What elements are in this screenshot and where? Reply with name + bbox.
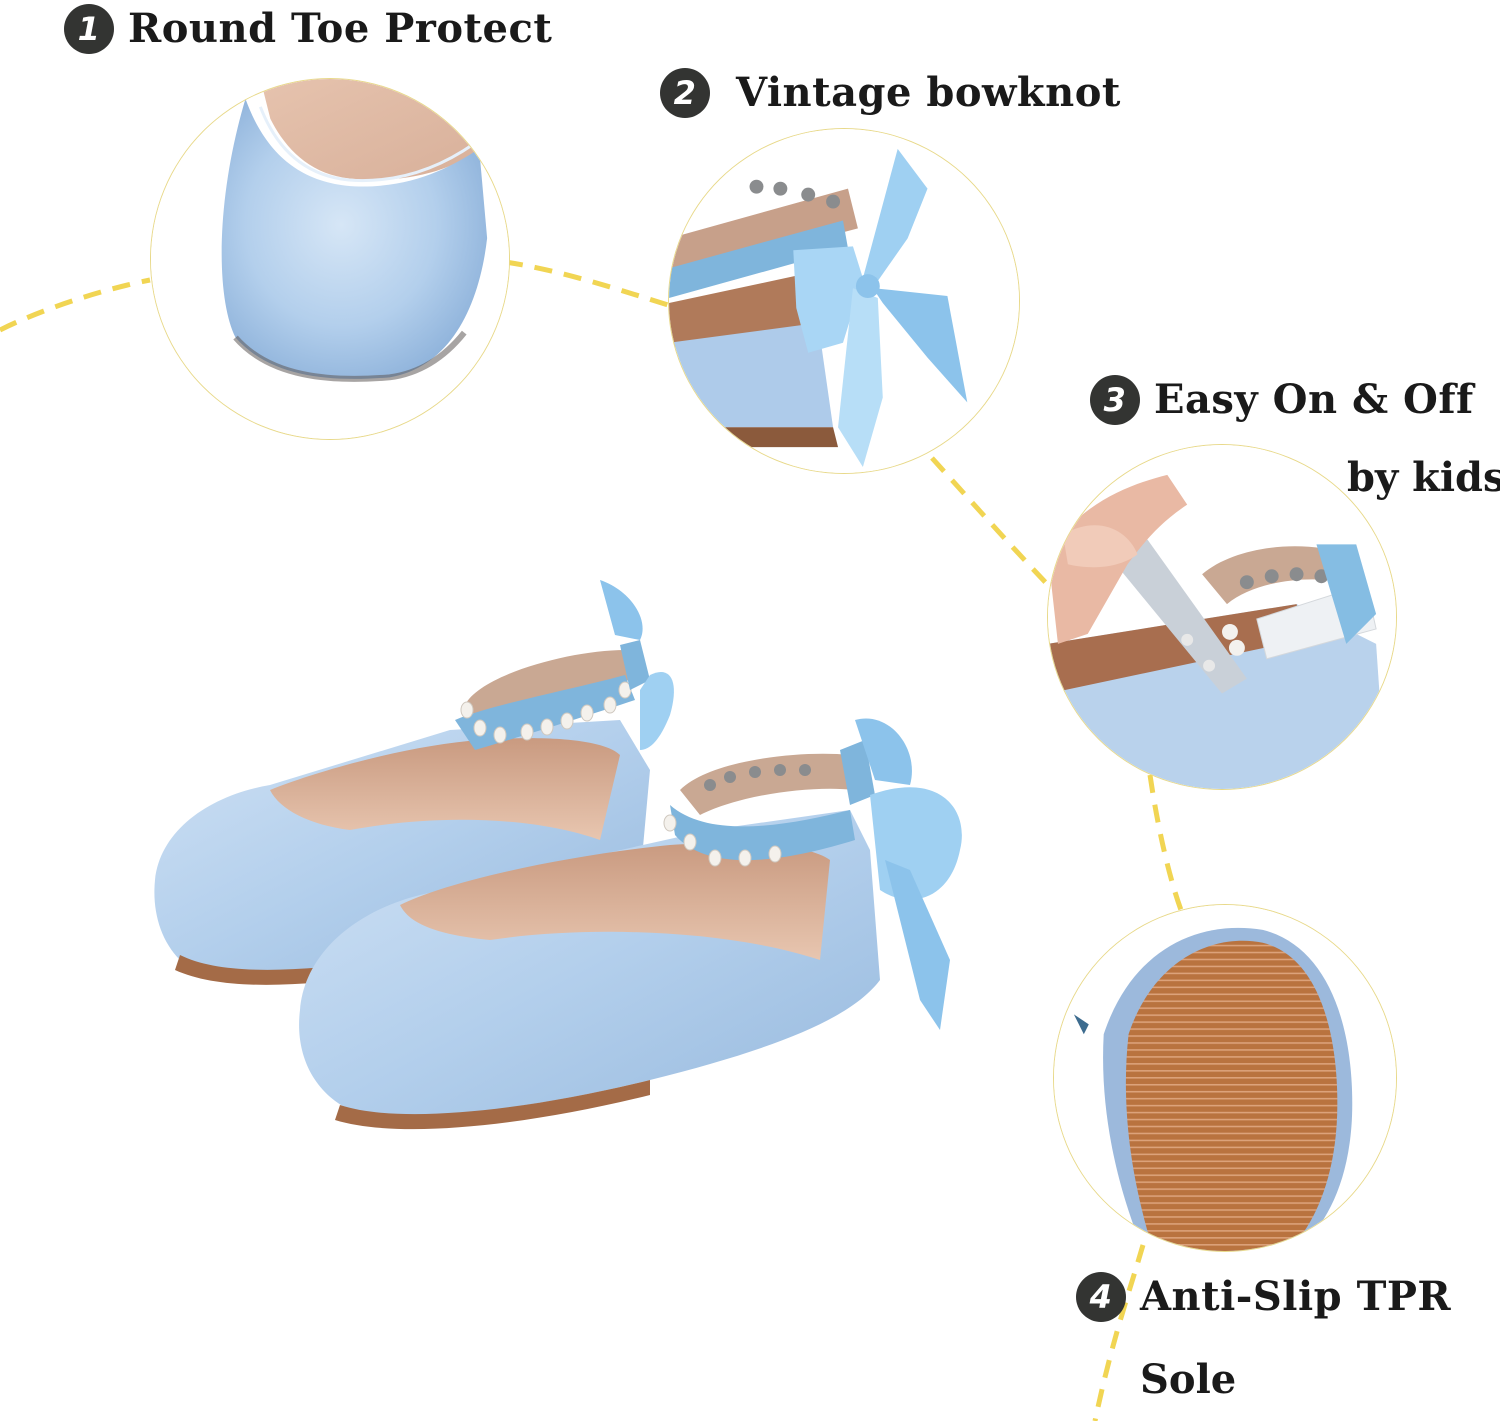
main-product-shoes-image	[150, 580, 1020, 1140]
bowknot-illustration	[669, 129, 1019, 473]
bow-closeup-image	[668, 128, 1020, 474]
feature-3-label: 3 Easy On & Off	[1090, 375, 1474, 425]
number-badge-2: 2	[660, 68, 710, 118]
feature-4-label: 4 Anti-Slip TPR	[1076, 1272, 1451, 1322]
feature-1-title: Round Toe Protect	[128, 5, 553, 52]
feature-3-title: Easy On & Off	[1154, 376, 1474, 423]
number-badge-1: 1	[64, 4, 114, 54]
strap-closeup-image	[1047, 444, 1397, 790]
feature-4-subtitle: Sole	[1140, 1356, 1237, 1403]
number-badge-4: 4	[1076, 1272, 1126, 1322]
round-toe-illustration	[151, 79, 509, 439]
feature-4-title: Anti-Slip TPR	[1140, 1273, 1452, 1320]
feature-2-title: Vintage bowknot	[736, 69, 1121, 116]
number-badge-3: 3	[1090, 375, 1140, 425]
feature-1-label: 1 Round Toe Protect	[64, 4, 552, 54]
sole-closeup-image	[1053, 904, 1397, 1252]
feature-3-subtitle: by kids	[1347, 454, 1500, 501]
toe-closeup-image	[150, 78, 510, 440]
feature-2-label: 2 Vintage bowknot	[660, 68, 1121, 118]
tpr-sole-illustration	[1054, 905, 1396, 1251]
ballet-flats-pair-illustration	[154, 580, 962, 1130]
hook-loop-strap-illustration	[1048, 445, 1396, 789]
